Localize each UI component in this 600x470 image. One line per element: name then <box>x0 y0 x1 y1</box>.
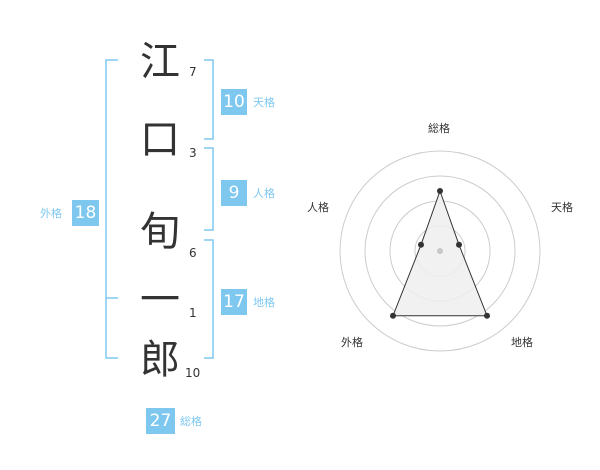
tenkaku-value: 10 <box>221 89 247 115</box>
radar-label-chikaku: 地格 <box>511 336 533 349</box>
radar-point-5 <box>418 241 424 248</box>
gaikaku-label: 外格 <box>40 207 62 220</box>
stroke-count-4: 1 <box>189 306 197 320</box>
stroke-count-1: 7 <box>189 65 197 79</box>
radar-point-2 <box>456 241 462 248</box>
soukaku-label: 総格 <box>180 415 202 428</box>
name-char-3: 旬 <box>140 209 180 255</box>
stroke-count-2: 3 <box>189 146 197 160</box>
gaikaku-bracket <box>105 59 118 359</box>
radar-center <box>437 248 443 254</box>
soukaku-value: 27 <box>146 408 175 434</box>
radar-point-4 <box>390 312 396 319</box>
radar-ring-3 <box>364 175 516 327</box>
radar-ring-4 <box>339 150 541 352</box>
radar-label-gaikaku: 外格 <box>341 336 363 349</box>
tenkaku-bracket <box>204 59 214 140</box>
jinkaku-label: 人格 <box>253 187 275 200</box>
jinkaku-bracket <box>204 147 214 231</box>
radar-point-3 <box>484 312 490 319</box>
name-char-5: 郎 <box>140 337 180 383</box>
tenkaku-label: 天格 <box>253 96 275 109</box>
radar-point-1 <box>437 188 443 194</box>
stroke-count-3: 6 <box>189 246 197 260</box>
chikaku-label: 地格 <box>253 296 275 309</box>
jinkaku-value: 9 <box>221 180 247 206</box>
gaikaku-value: 18 <box>72 200 99 226</box>
chikaku-value: 17 <box>221 289 247 315</box>
radar-label-soukaku: 総格 <box>428 122 450 135</box>
name-char-1: 江 <box>140 39 180 85</box>
chikaku-bracket <box>204 239 214 359</box>
name-char-2: 口 <box>140 117 180 163</box>
radar-label-tenkaku: 天格 <box>551 201 573 214</box>
name-char-4: 一 <box>140 277 180 323</box>
stroke-count-5: 10 <box>185 366 201 380</box>
radar-label-jinkaku: 人格 <box>307 201 329 214</box>
